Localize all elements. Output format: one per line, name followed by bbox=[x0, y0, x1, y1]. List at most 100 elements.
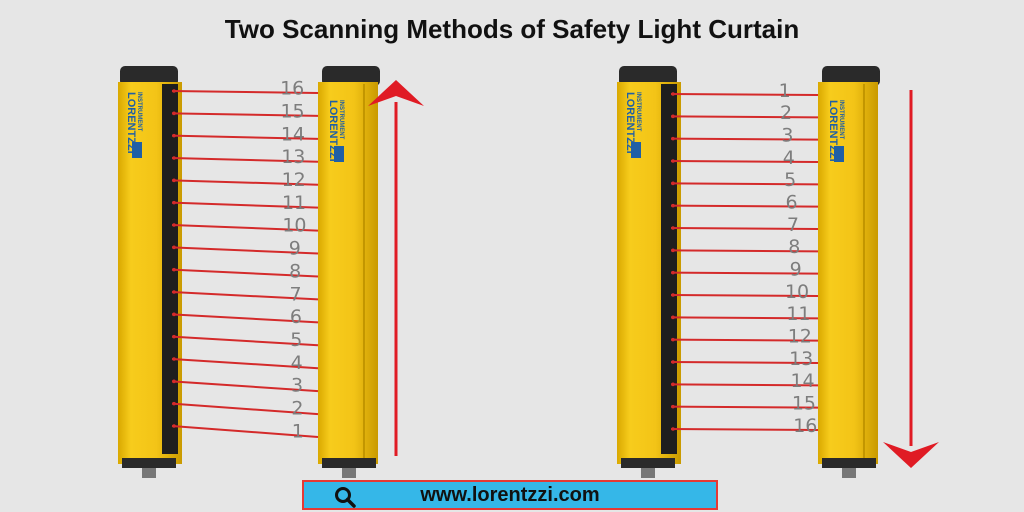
right-beam-number: 6 bbox=[786, 191, 798, 213]
receiver-housing bbox=[818, 82, 878, 464]
light-beam bbox=[670, 137, 819, 141]
beam-emitter-dot bbox=[172, 178, 176, 183]
beam-emitter-dot bbox=[671, 404, 675, 409]
connector bbox=[641, 468, 655, 478]
light-beam bbox=[670, 338, 819, 342]
left-beam-number: 16 bbox=[280, 78, 304, 100]
light-beam bbox=[171, 358, 319, 370]
beam-emitter-dot bbox=[172, 267, 176, 272]
light-beam bbox=[171, 201, 319, 209]
right-beam-number: 4 bbox=[783, 147, 795, 169]
light-beam bbox=[670, 294, 819, 297]
search-icon bbox=[335, 487, 356, 508]
light-beam bbox=[171, 224, 319, 232]
beam-emitter-dot bbox=[172, 379, 176, 384]
right-beam-number: 8 bbox=[788, 236, 800, 258]
logo-mark bbox=[631, 142, 641, 158]
connector bbox=[842, 468, 856, 478]
beam-emitter-dot bbox=[671, 203, 675, 208]
beam-emitter-dot bbox=[671, 136, 675, 141]
top-cap bbox=[822, 66, 880, 86]
light-beam bbox=[670, 182, 819, 186]
beam-emitter-dot bbox=[671, 360, 675, 364]
left-beam-number: 3 bbox=[291, 375, 303, 397]
light-beam bbox=[171, 157, 319, 163]
beam-emitter-dot bbox=[671, 248, 675, 253]
beam-emitter-dot bbox=[671, 427, 675, 431]
beam-emitter-dot bbox=[671, 315, 675, 320]
right-beam-number: 3 bbox=[781, 124, 793, 146]
light-beam bbox=[171, 380, 319, 393]
beam-emitter-dot bbox=[671, 92, 675, 96]
left-beam-number: 15 bbox=[280, 100, 304, 122]
right-beam-number: 10 bbox=[785, 281, 809, 303]
emitter-window bbox=[162, 84, 178, 454]
light-beam bbox=[670, 115, 819, 119]
beam-emitter-dot bbox=[671, 114, 675, 119]
right-beam-number: 2 bbox=[780, 102, 792, 124]
page-title: Two Scanning Methods of Safety Light Cur… bbox=[224, 14, 800, 44]
light-beam bbox=[171, 402, 319, 416]
beam-emitter-dot bbox=[671, 226, 675, 230]
bottom-cap bbox=[122, 458, 176, 468]
left-beam-number: 4 bbox=[291, 352, 303, 374]
arrow-up-icon bbox=[368, 80, 424, 456]
beam-emitter-dot bbox=[671, 181, 675, 186]
light-beam bbox=[670, 405, 819, 409]
right-beam-number: 12 bbox=[788, 326, 812, 348]
right-beam-number: 5 bbox=[784, 169, 796, 191]
light-beam bbox=[670, 204, 819, 208]
beam-emitter-dot bbox=[172, 312, 176, 317]
beam-emitter-dot bbox=[172, 334, 176, 339]
receiver-housing bbox=[318, 82, 378, 464]
left-beam-number: 6 bbox=[290, 306, 302, 328]
left-beam-number: 7 bbox=[290, 283, 302, 305]
beam-emitter-dot bbox=[172, 223, 176, 227]
left-beam-number: 9 bbox=[289, 238, 301, 260]
beam-emitter-dot bbox=[172, 111, 176, 116]
connector bbox=[342, 468, 356, 478]
logo-mark bbox=[132, 142, 142, 158]
light-beam bbox=[171, 134, 319, 140]
beam-emitter-dot bbox=[172, 245, 176, 250]
light-beam bbox=[670, 227, 819, 230]
brand-logo-sub: INSTRUMENT bbox=[838, 100, 844, 140]
light-beam bbox=[171, 335, 319, 347]
brand-logo: LORENTZZI bbox=[624, 92, 636, 154]
bottom-cap bbox=[322, 458, 376, 468]
left-beam-number: 5 bbox=[290, 329, 302, 351]
top-cap bbox=[322, 66, 380, 86]
url-text: www.lorentzzi.com bbox=[420, 483, 600, 506]
arrow-down-icon bbox=[883, 90, 939, 468]
light-beam bbox=[171, 90, 319, 94]
right-beam-number: 1 bbox=[779, 80, 791, 102]
top-cap bbox=[619, 66, 677, 86]
beam-emitter-dot bbox=[671, 293, 675, 297]
right-beam-number: 15 bbox=[792, 393, 816, 415]
left-beam-number: 13 bbox=[281, 146, 305, 168]
arrow-head bbox=[883, 442, 939, 468]
left-beam-number: 11 bbox=[282, 192, 306, 214]
right-beam-number: 16 bbox=[793, 415, 817, 437]
light-beam bbox=[670, 383, 819, 387]
logo-mark bbox=[334, 146, 344, 162]
light-beam bbox=[670, 316, 819, 320]
beam-emitter-dot bbox=[172, 290, 176, 294]
beam-emitter-dot bbox=[172, 424, 176, 428]
light-beam bbox=[171, 291, 319, 301]
beam-emitter-dot bbox=[671, 337, 675, 342]
bottom-cap bbox=[822, 458, 876, 468]
left-beam-number: 2 bbox=[291, 398, 303, 420]
left-beam-number: 10 bbox=[282, 215, 306, 237]
url-bar[interactable]: www.lorentzzi.com bbox=[302, 480, 718, 510]
light-beam bbox=[171, 246, 319, 255]
beam-emitter-dot bbox=[172, 200, 176, 205]
light-beam bbox=[670, 249, 819, 253]
beam-emitter-dot bbox=[671, 270, 675, 275]
beam-emitter-dot bbox=[172, 133, 176, 138]
light-beam bbox=[670, 160, 819, 163]
